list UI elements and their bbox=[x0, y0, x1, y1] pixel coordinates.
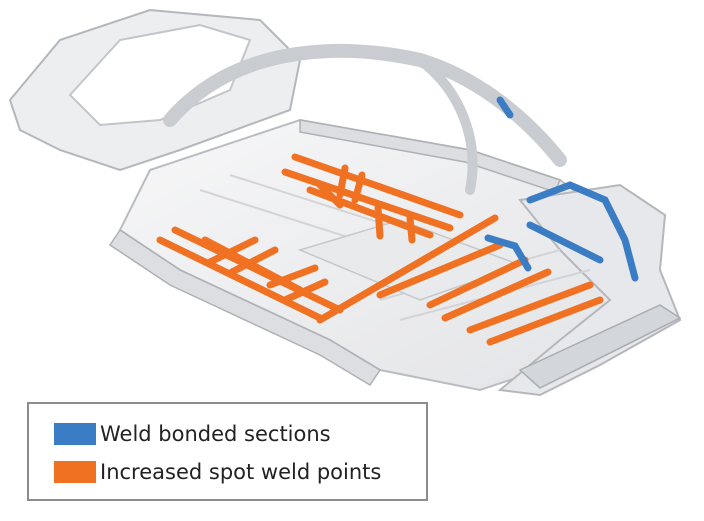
weld-line bbox=[156, 236, 324, 322]
weld-line bbox=[426, 256, 529, 309]
increased-spot-weld-points bbox=[156, 153, 604, 346]
weld-bonded-line bbox=[526, 181, 639, 282]
legend-label-spot-weld: Increased spot weld points bbox=[100, 460, 382, 484]
weld-line bbox=[441, 268, 552, 322]
weld-line bbox=[316, 181, 344, 209]
floor-ribs bbox=[199, 174, 591, 321]
weld-line bbox=[266, 264, 319, 289]
weld-line bbox=[376, 241, 504, 299]
weld-line bbox=[281, 278, 329, 304]
legend-swatch-orange bbox=[54, 461, 96, 483]
weld-bonded-line bbox=[526, 221, 604, 264]
weld-line bbox=[336, 164, 349, 199]
weld-bonded-sections bbox=[484, 96, 639, 282]
roof-arch bbox=[163, 43, 567, 167]
legend-swatch-blue bbox=[54, 423, 96, 445]
a-pillar bbox=[415, 55, 478, 195]
weld-bonded-line bbox=[484, 234, 532, 272]
weld-line bbox=[281, 168, 454, 232]
weld-line bbox=[466, 281, 594, 334]
legend-item-spot-weld: Increased spot weld points bbox=[54, 460, 381, 484]
weld-line bbox=[351, 171, 366, 204]
legend: Weld bonded sections Increased spot weld… bbox=[27, 402, 428, 501]
legend-label-weld-bonded: Weld bonded sections bbox=[100, 422, 331, 446]
weld-line bbox=[406, 214, 416, 244]
front-bumper-beam bbox=[518, 304, 682, 389]
weld-line bbox=[291, 153, 464, 219]
legend-item-weld-bonded: Weld bonded sections bbox=[54, 422, 331, 446]
weld-line bbox=[316, 214, 499, 324]
weld-line bbox=[486, 296, 604, 346]
weld-bonded-line bbox=[496, 96, 514, 119]
left-side-sill bbox=[108, 228, 382, 387]
weld-line bbox=[374, 204, 384, 240]
front-section bbox=[497, 183, 682, 397]
weld-line bbox=[206, 236, 259, 266]
weld-line bbox=[228, 246, 279, 276]
